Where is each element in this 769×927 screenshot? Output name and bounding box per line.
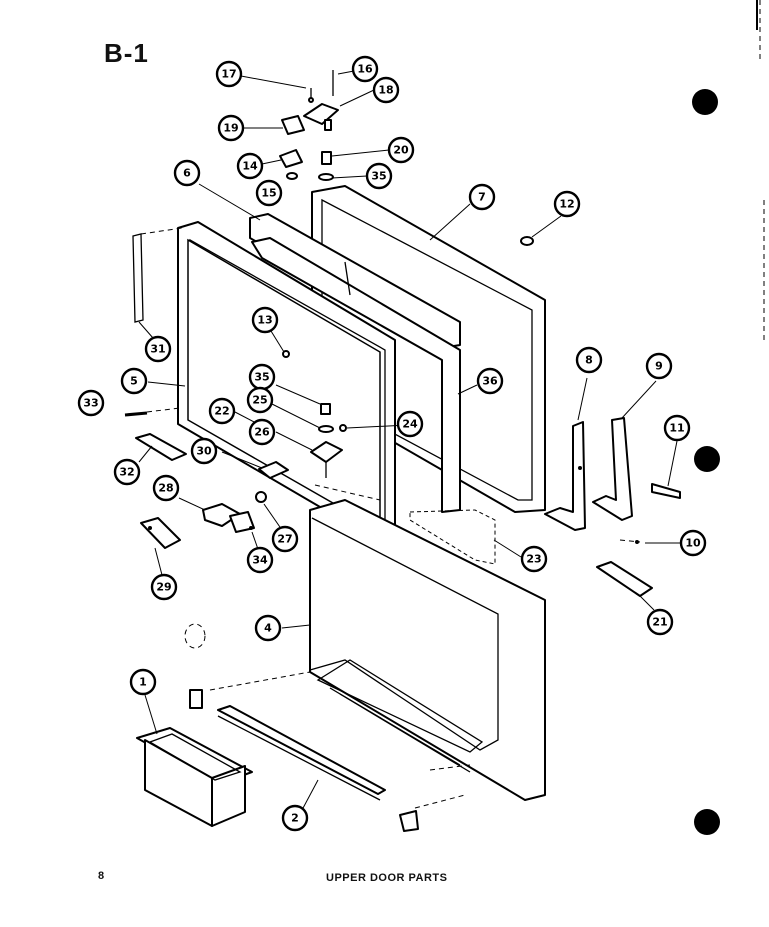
callout-20: 20	[387, 136, 415, 164]
callout-8-label: 8	[585, 354, 593, 367]
callout-30-label: 30	[196, 445, 212, 458]
callout-15-label: 15	[261, 187, 276, 200]
door-stop-assembly	[140, 491, 267, 549]
callout-26-label: 26	[254, 426, 270, 439]
page-number: 8	[98, 870, 105, 882]
callout-25-label: 25	[252, 394, 267, 407]
callout-28-label: 28	[158, 482, 173, 495]
callout-20-label: 20	[393, 144, 409, 157]
callout-10-label: 10	[685, 537, 701, 550]
callout-35-center-label: 35	[254, 371, 269, 384]
callout-22-label: 22	[214, 405, 229, 418]
callout-14-label: 14	[242, 160, 258, 173]
left-small-parts	[124, 407, 187, 461]
assembly-guide-lines	[209, 484, 471, 809]
callout-18: 18	[372, 76, 400, 104]
callout-27-label: 27	[277, 533, 292, 546]
callout-19: 19	[217, 114, 245, 142]
callout-7: 7	[468, 183, 496, 211]
right-brackets	[544, 417, 681, 531]
breaker-strips	[249, 213, 461, 513]
callout-24: 24	[396, 410, 424, 438]
callout-22: 22	[208, 397, 236, 425]
callout-9: 9	[645, 352, 673, 380]
callout-34-label: 34	[252, 554, 268, 567]
page-caption: UPPER DOOR PARTS	[326, 872, 448, 884]
callout-6-label: 6	[183, 167, 191, 180]
punch-hole-bottom	[694, 809, 720, 835]
callout-21-label: 21	[652, 616, 667, 629]
callout-31: 31	[144, 335, 172, 363]
door-shelf-bar	[217, 705, 419, 832]
callout-12: 12	[553, 190, 581, 218]
callout-21: 21	[646, 608, 674, 636]
callout-1: 1	[129, 668, 157, 696]
callout-13-label: 13	[257, 314, 272, 327]
callout-31-label: 31	[150, 343, 165, 356]
callout-10: 10	[679, 529, 707, 557]
callout-4: 4	[254, 614, 282, 642]
callout-9-label: 9	[655, 360, 663, 373]
callout-12-label: 12	[559, 198, 574, 211]
callout-35-top-label: 35	[371, 170, 386, 183]
callout-26: 26	[248, 418, 276, 446]
punch-hole-middle	[694, 446, 720, 472]
callout-5: 5	[120, 367, 148, 395]
callout-4-label: 4	[264, 622, 272, 635]
gasket-strip	[132, 227, 183, 323]
callout-29: 29	[150, 573, 178, 601]
callout-24-label: 24	[402, 418, 418, 431]
callout-35-center: 35	[248, 363, 276, 391]
callout-28: 28	[152, 474, 180, 502]
door-bin	[136, 727, 253, 827]
callout-33-label: 33	[83, 397, 98, 410]
callout-18-label: 18	[378, 84, 393, 97]
callout-32-label: 32	[119, 466, 134, 479]
callout-29-label: 29	[156, 581, 171, 594]
bracket-21	[596, 561, 653, 597]
scan-edge-marks	[756, 0, 765, 340]
callout-13: 13	[251, 306, 279, 334]
callout-5-label: 5	[130, 375, 138, 388]
callout-23: 23	[520, 545, 548, 573]
callout-23-label: 23	[526, 553, 541, 566]
liner-channel	[409, 509, 496, 565]
callout-2: 2	[281, 804, 309, 832]
punch-hole-top	[692, 89, 718, 115]
callout-33: 33	[77, 389, 105, 417]
callout-2-label: 2	[291, 812, 299, 825]
callout-16-label: 16	[357, 63, 373, 76]
top-hinge-assembly	[279, 70, 339, 181]
callout-30: 30	[190, 437, 218, 465]
callout-8: 8	[575, 346, 603, 374]
screw-10	[619, 539, 641, 544]
callout-27: 27	[271, 525, 299, 553]
callout-11-label: 11	[669, 422, 684, 435]
callout-6: 6	[173, 159, 201, 187]
shelf-clip	[184, 623, 206, 709]
callout-1-label: 1	[139, 676, 147, 689]
callout-11: 11	[663, 414, 691, 442]
callout-36-label: 36	[482, 375, 498, 388]
callout-32: 32	[113, 458, 141, 486]
callout-17: 17	[215, 60, 243, 88]
callout-35-top: 35	[365, 162, 393, 190]
callout-17-label: 17	[221, 68, 236, 81]
callout-34: 34	[246, 546, 274, 574]
page-label: B-1	[104, 38, 149, 68]
callout-16: 16	[351, 55, 379, 83]
callout-7-label: 7	[478, 191, 486, 204]
callout-14: 14	[236, 152, 264, 180]
callout-25: 25	[246, 386, 274, 414]
callout-19-label: 19	[223, 122, 238, 135]
inner-door-liner	[309, 499, 546, 801]
callout-15: 15	[255, 179, 283, 207]
callout-36: 36	[476, 367, 504, 395]
